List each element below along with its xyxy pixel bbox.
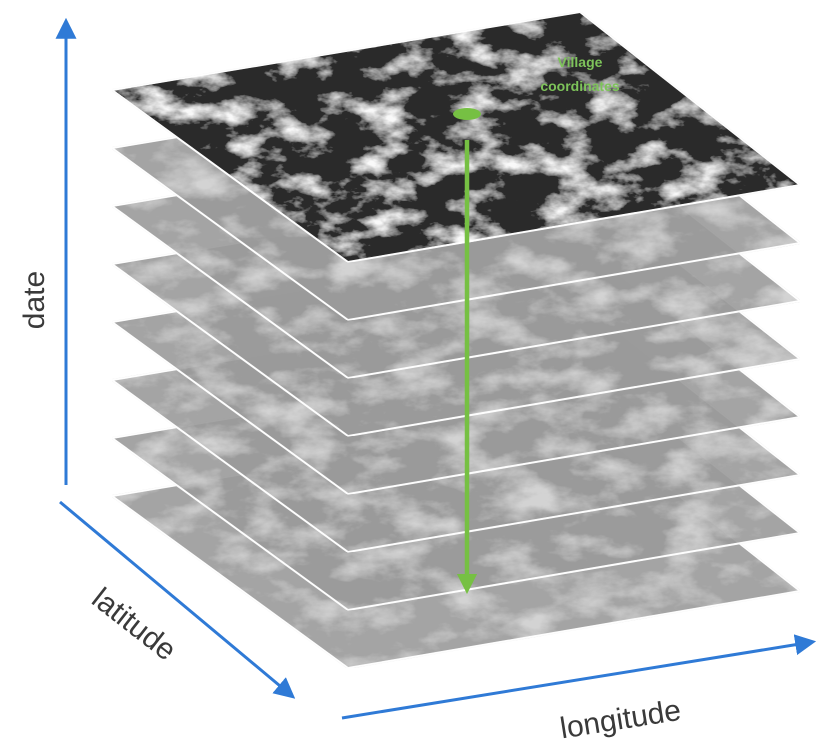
image-layer-stack	[109, 10, 803, 670]
longitude-axis-arrow	[341, 634, 816, 720]
latitude-axis-arrow	[59, 500, 296, 699]
village-label-line-1: Village	[558, 54, 603, 70]
longitude-axis-label: longitude	[558, 694, 683, 746]
village-label-line-2: coordinates	[540, 78, 620, 94]
layer-edge	[110, 11, 802, 263]
village-marker-dot	[453, 108, 481, 120]
date-axis-label: date	[18, 271, 51, 329]
village-time-series: Village coordinates	[453, 54, 620, 595]
latitude-axis-label: latitude	[86, 582, 183, 668]
